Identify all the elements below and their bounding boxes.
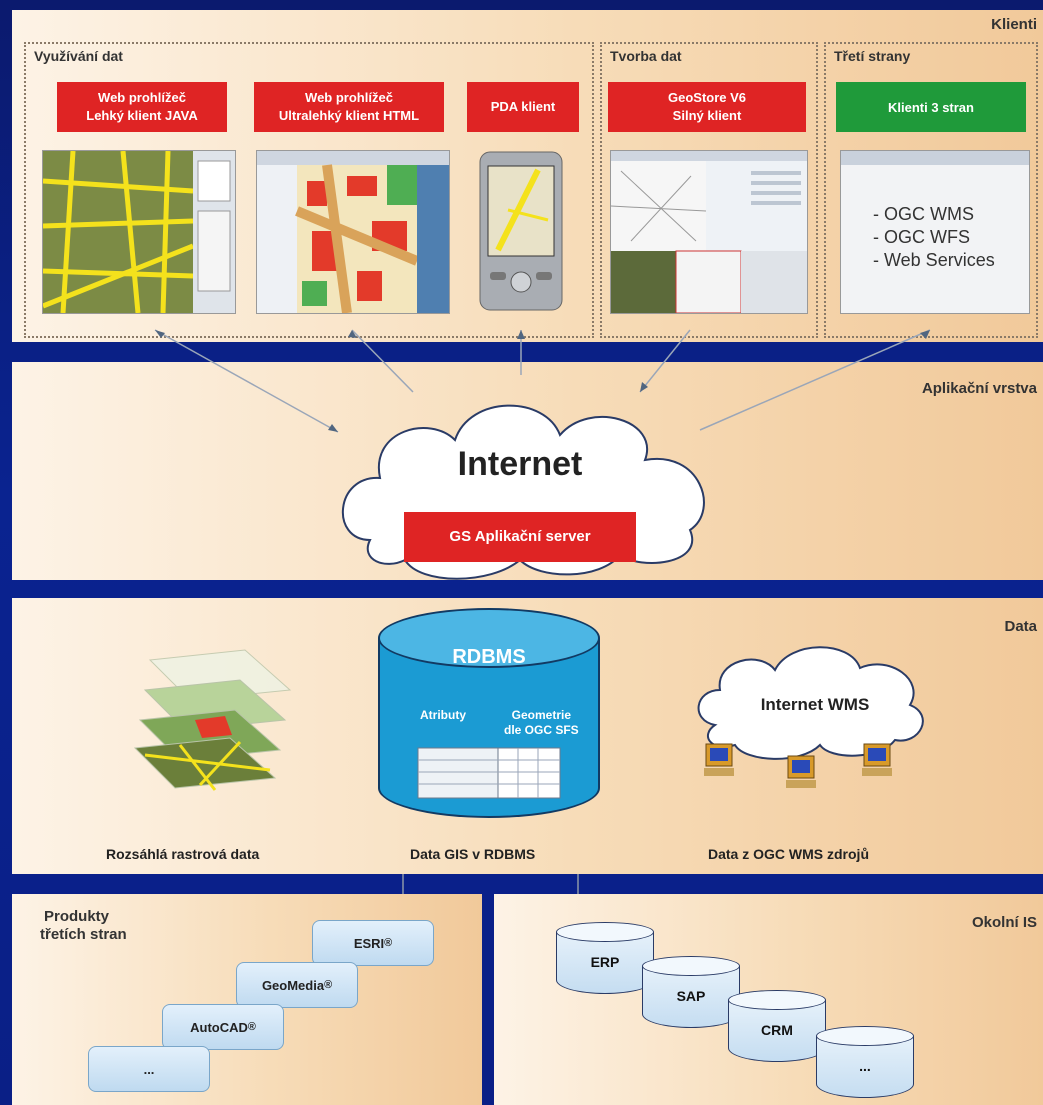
caption-gis: Data GIS v RDBMS [410, 846, 536, 862]
system-sap-label: SAP [676, 988, 706, 1004]
rdbms-geometry-line2: dle OGC SFS [504, 723, 579, 737]
systems-band-label: Okolní IS [971, 914, 1037, 931]
geostore-screenshot [610, 150, 808, 314]
rdbms-table [417, 747, 561, 799]
system-more: ... [816, 1026, 914, 1098]
geostore-image [611, 151, 807, 313]
client-geostore-line1: GeoStore V6 [667, 90, 747, 105]
system-erp-label: ERP [590, 954, 620, 970]
app-server-label: GS Aplikační server [404, 512, 636, 562]
java-client-screenshot [42, 150, 236, 314]
group-third-party-title: Třetí strany [834, 48, 911, 64]
group-data-creation: Tvorba dat [600, 42, 818, 338]
html-client-screenshot [256, 150, 450, 314]
product-geomedia-name: GeoMedia [261, 977, 325, 993]
product-geomedia: GeoMedia® [236, 962, 358, 1008]
group-data-usage: Využívání dat [24, 42, 594, 338]
rdbms-attributes: Atributy [420, 708, 466, 722]
system-crm: CRM [728, 990, 826, 1062]
products-title-line2: třetích stran [40, 926, 127, 943]
client-geostore-label: GeoStore V6 Silný klient [608, 82, 806, 132]
client-java-label: Web prohlížeč Lehký klient JAVA [57, 82, 227, 132]
data-band-label: Data [1004, 618, 1037, 635]
clients-band-label: Klienti [991, 16, 1037, 33]
products-title: Produkty třetích stran [40, 908, 127, 944]
product-geomedia-reg: ® [324, 979, 333, 991]
client-html-label: Web prohlížeč Ultralehký klient HTML [254, 82, 444, 132]
rdbms-top [378, 608, 600, 668]
product-more: ... [88, 1046, 210, 1092]
rdbms-geometry: Geometrie dle OGC SFS [504, 708, 579, 738]
product-esri-name: ESRI [353, 935, 385, 951]
group-data-usage-title: Využívání dat [34, 48, 123, 64]
client-html-line1: Web prohlížeč [305, 90, 393, 105]
system-crm-label: CRM [761, 1022, 793, 1038]
product-autocad-reg: ® [247, 1021, 256, 1033]
system-more-label: ... [859, 1058, 871, 1074]
client-geostore-line2: Silný klient [672, 108, 742, 123]
client-pda-text: PDA klient [490, 99, 556, 114]
client-third-label: Klienti 3 stran [836, 82, 1026, 132]
product-autocad-name: AutoCAD [190, 1019, 248, 1035]
rdbms-geometry-line1: Geometrie [511, 708, 572, 722]
service-list: - OGC WMS - OGC WFS - Web Services [873, 203, 995, 272]
product-esri: ESRI® [312, 920, 434, 966]
java-map-image [43, 151, 235, 313]
service-web: - Web Services [873, 250, 995, 270]
caption-raster: Rozsáhlá rastrová data [106, 846, 260, 862]
system-erp: ERP [556, 922, 654, 994]
products-title-line1: Produkty [44, 908, 110, 925]
application-band-label: Aplikační vrstva [921, 380, 1037, 397]
pda-device [478, 150, 564, 312]
group-third-party: Třetí strany [824, 42, 1038, 338]
html-map-image [257, 151, 449, 313]
product-esri-reg: ® [384, 937, 393, 949]
third-party-titlebar [841, 151, 1029, 165]
rdbms-cylinder: RDBMS Atributy Geometrie dle OGC SFS [378, 608, 600, 846]
client-pda-label: PDA klient [467, 82, 579, 132]
system-sap: SAP [642, 956, 740, 1028]
client-third-text: Klienti 3 stran [888, 99, 974, 115]
product-more-name: ... [143, 1061, 155, 1077]
rdbms-title: RDBMS [452, 646, 526, 668]
third-party-screenshot: - OGC WMS - OGC WFS - Web Services [840, 150, 1030, 314]
app-server-text: GS Aplikační server [449, 528, 591, 545]
wms-cloud-title: Internet WMS [760, 695, 870, 714]
group-data-creation-title: Tvorba dat [610, 48, 682, 64]
pda-image [479, 151, 563, 311]
service-wfs: - OGC WFS [873, 227, 970, 247]
client-java-line2: Lehký klient JAVA [86, 108, 198, 123]
product-autocad: AutoCAD® [162, 1004, 284, 1050]
caption-ogc: Data z OGC WMS zdrojů [708, 846, 869, 862]
client-html-line2: Ultralehký klient HTML [278, 108, 420, 123]
client-java-line1: Web prohlížeč [98, 90, 186, 105]
internet-title: Internet [457, 445, 583, 483]
service-wms: - OGC WMS [873, 204, 974, 224]
